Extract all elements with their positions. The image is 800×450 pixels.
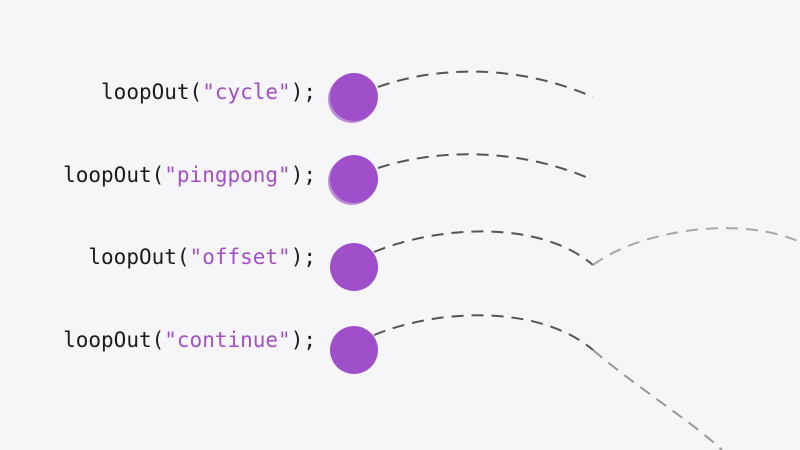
code-line: loopOut("cycle"); [101,79,316,105]
keyframe-dot [328,155,378,205]
code-line: loopOut("offset"); [88,244,316,270]
code-end: ); [290,328,316,352]
keyframe-dot [330,243,378,291]
code-end: ); [290,245,316,269]
pingpong-curve [377,153,594,181]
code-line: loopOut("continue"); [63,327,316,353]
code-function: loopOut( [101,80,203,104]
loop-row-continue: loopOut("continue"); [0,326,800,407]
offset-continuation-curve [592,227,800,266]
code-string-arg: "pingpong" [164,163,291,187]
keyframe-dot [328,73,378,123]
loop-row-pingpong: loopOut("pingpong"); [0,155,800,242]
continue-curve [373,314,594,351]
continue-continuation-curve [592,349,723,450]
code-end: ); [290,163,316,187]
code-function: loopOut( [88,245,190,269]
code-string-arg: "offset" [189,245,291,269]
code-string-arg: "continue" [164,328,291,352]
code-line: loopOut("pingpong"); [63,162,316,188]
keyframe-dot [330,326,378,374]
cycle-curve [377,70,594,98]
offset-curve [373,230,594,266]
code-string-arg: "cycle" [202,80,291,104]
loop-row-offset: loopOut("offset"); [0,243,800,324]
code-end: ); [290,80,316,104]
loop-row-cycle: loopOut("cycle"); [0,73,800,159]
code-function: loopOut( [63,163,165,187]
code-function: loopOut( [63,328,165,352]
